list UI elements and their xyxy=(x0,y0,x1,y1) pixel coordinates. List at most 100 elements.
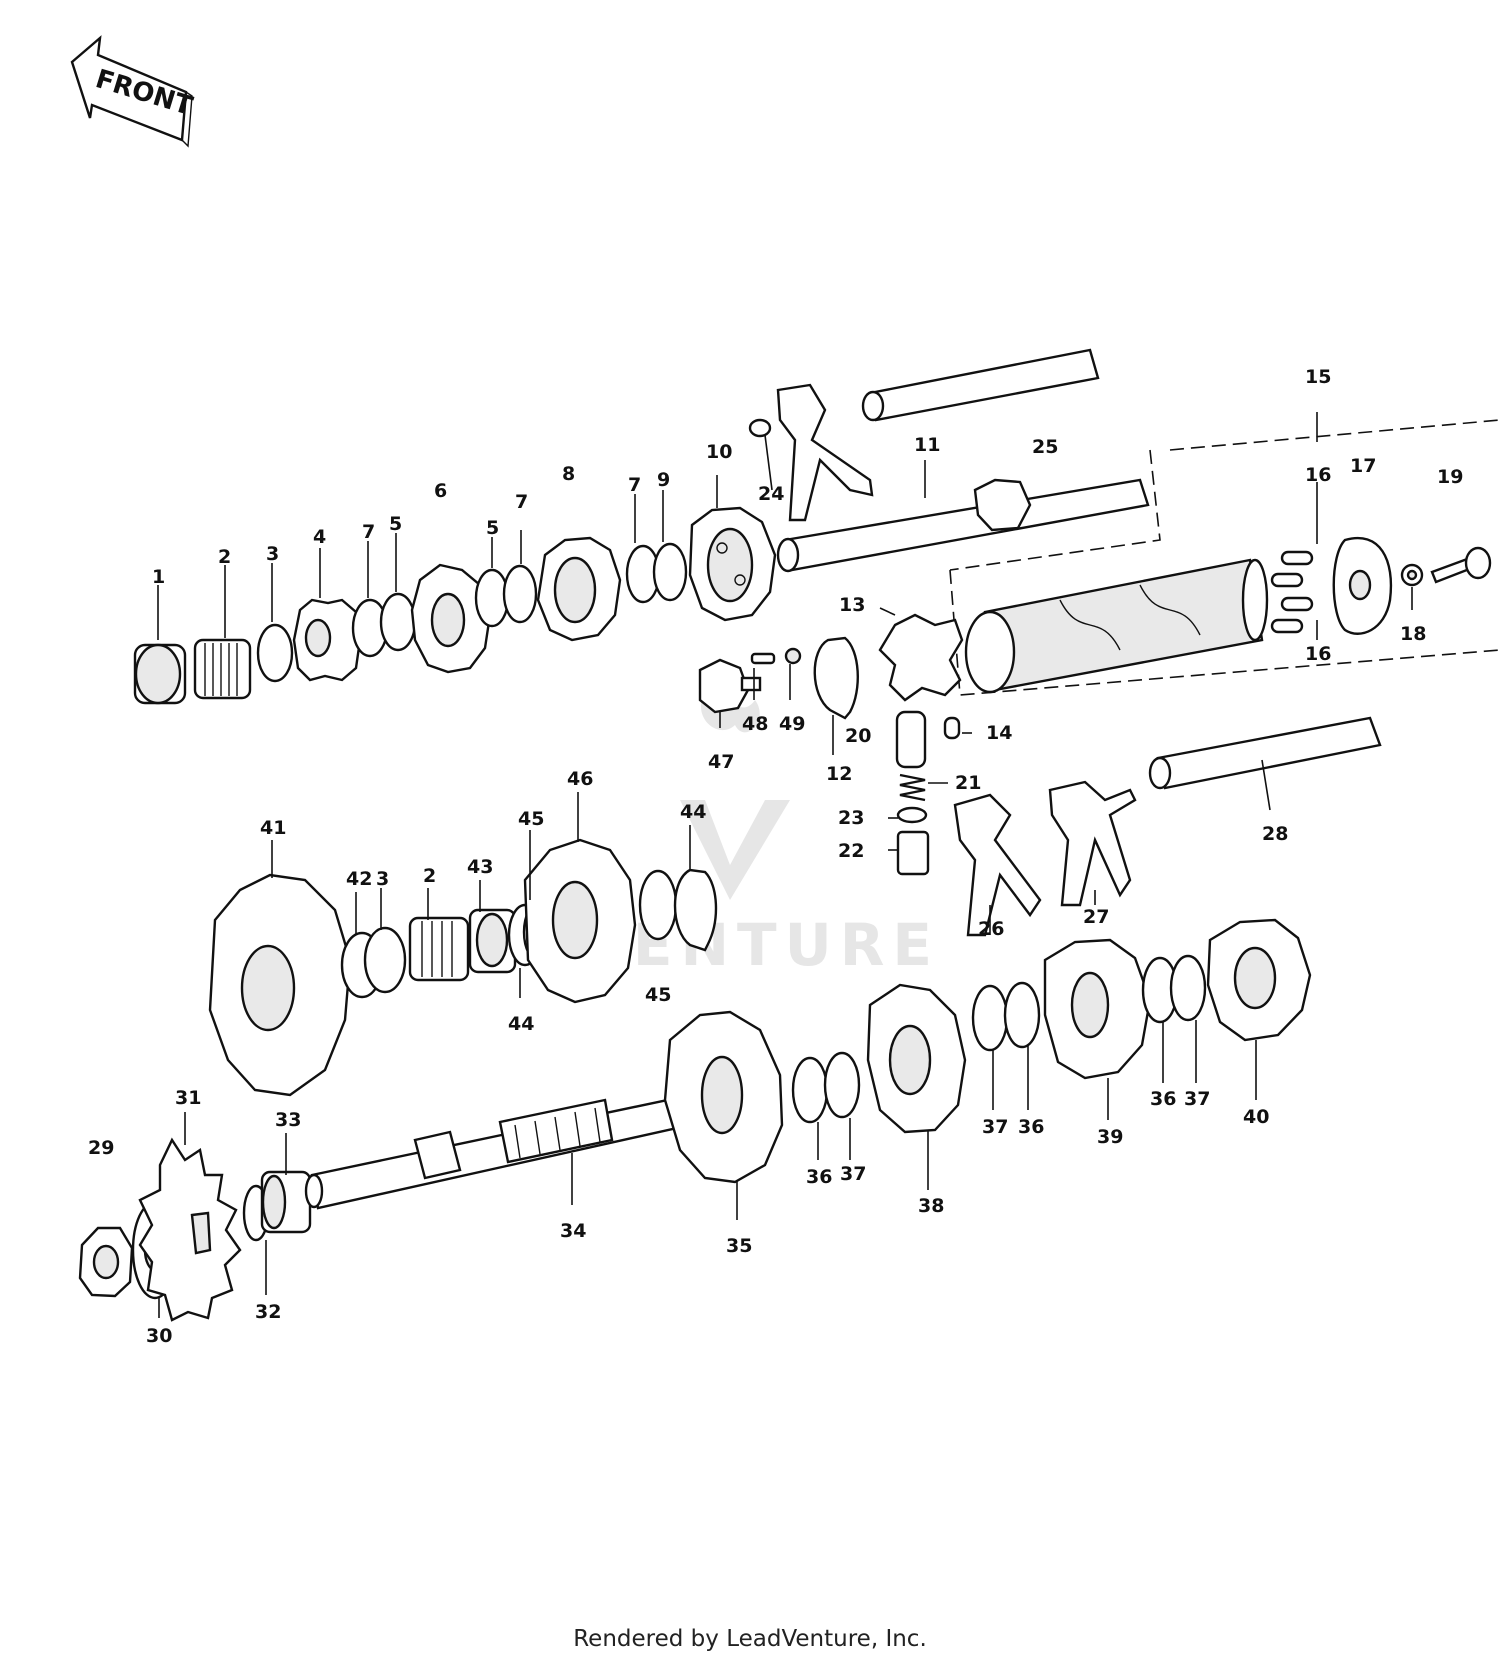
callout-41: 41 xyxy=(260,817,286,839)
washer-part xyxy=(379,592,417,652)
callout-48: 48 xyxy=(742,713,768,735)
callout-9: 9 xyxy=(657,469,670,491)
callout-11: 11 xyxy=(914,434,940,456)
shift-fork-26-part xyxy=(953,793,1042,937)
sprocket-collar-part xyxy=(260,1170,312,1234)
washer-part xyxy=(791,1056,829,1124)
callout-34: 34 xyxy=(560,1220,586,1242)
callout-44: 44 xyxy=(508,1013,534,1035)
gear-35-part xyxy=(663,1010,784,1184)
callout-7: 7 xyxy=(362,521,375,543)
callout-23: 23 xyxy=(838,807,864,829)
callout-10: 10 xyxy=(706,441,732,463)
callout-18: 18 xyxy=(1400,623,1426,645)
callout-45: 45 xyxy=(518,808,544,830)
thrust-washer-part xyxy=(363,926,407,994)
callout-2: 2 xyxy=(423,865,436,887)
small-gear-part xyxy=(292,598,362,682)
callout-46: 46 xyxy=(567,768,593,790)
callout-33: 33 xyxy=(275,1109,301,1131)
callout-2: 2 xyxy=(218,546,231,568)
callout-16: 16 xyxy=(1305,464,1331,486)
circlip-part xyxy=(823,1051,861,1119)
lock-washer-part xyxy=(1400,563,1424,587)
screw-part xyxy=(1430,546,1492,584)
callout-32: 32 xyxy=(255,1301,281,1323)
callout-14: 14 xyxy=(986,722,1012,744)
callout-5: 5 xyxy=(389,513,402,535)
neutral-switch-part xyxy=(698,658,762,714)
callout-6: 6 xyxy=(434,480,447,502)
washer-part xyxy=(652,542,688,602)
gear-6-part xyxy=(410,563,492,674)
callout-3: 3 xyxy=(376,868,389,890)
dowel-pin-part xyxy=(943,716,961,740)
callout-42: 42 xyxy=(346,868,372,890)
callout-22: 22 xyxy=(838,840,864,862)
callout-43: 43 xyxy=(467,856,493,878)
callout-44: 44 xyxy=(680,801,706,823)
callout-26: 26 xyxy=(978,918,1004,940)
callout-39: 39 xyxy=(1097,1126,1123,1148)
gear-40-part xyxy=(1206,918,1312,1042)
callout-37: 37 xyxy=(982,1116,1008,1138)
gear-38-part xyxy=(866,983,967,1134)
shift-rod-lower-part xyxy=(1148,716,1382,790)
circlip-part xyxy=(1169,954,1207,1022)
footer-credit: Rendered by LeadVenture, Inc. xyxy=(573,1626,927,1652)
sprocket-nut-part xyxy=(78,1226,134,1298)
callout-17: 17 xyxy=(1350,455,1376,477)
circlip-part xyxy=(971,984,1009,1052)
callout-36: 36 xyxy=(1018,1116,1044,1138)
engine-sprocket-part xyxy=(138,1137,242,1322)
callout-40: 40 xyxy=(1243,1106,1269,1128)
callout-35: 35 xyxy=(726,1235,752,1257)
needle-bearing-part xyxy=(408,916,470,982)
callout-1: 1 xyxy=(152,566,165,588)
callout-29: 29 xyxy=(88,1137,114,1159)
drive-shaft-parts xyxy=(133,348,1150,705)
callout-5: 5 xyxy=(486,517,499,539)
callout-45: 45 xyxy=(645,984,671,1006)
callout-4: 4 xyxy=(313,526,326,548)
washer-part xyxy=(1003,981,1041,1049)
callout-38: 38 xyxy=(918,1195,944,1217)
plug-part xyxy=(896,830,930,876)
callout-15: 15 xyxy=(1305,366,1331,388)
callout-27: 27 xyxy=(1083,906,1109,928)
shift-fork-27-part xyxy=(1048,780,1137,907)
leadventure-watermark: VENTURE xyxy=(580,690,932,979)
callout-47: 47 xyxy=(708,751,734,773)
callout-37: 37 xyxy=(1184,1088,1210,1110)
callout-21: 21 xyxy=(955,772,981,794)
callout-30: 30 xyxy=(146,1325,172,1347)
middle-gear-parts xyxy=(208,838,718,1097)
gear-41-part xyxy=(208,873,352,1097)
gear-8-part xyxy=(536,536,622,642)
front-arrow: FRONT xyxy=(70,35,196,148)
output-shaft-parts xyxy=(78,918,1312,1322)
circlip-part xyxy=(502,564,538,624)
callout-28: 28 xyxy=(1262,823,1288,845)
washer-part xyxy=(638,869,678,941)
callout-labels: 1 2 3 4 7 5 6 5 7 8 7 9 10 24 11 25 15 1… xyxy=(88,366,1463,1347)
circlip-part xyxy=(673,868,718,952)
callout-7: 7 xyxy=(628,474,641,496)
gasket-washer-part xyxy=(896,806,928,824)
gear-39-part xyxy=(1043,938,1152,1080)
small-nut-part xyxy=(784,647,802,665)
retaining-ring-part xyxy=(813,636,859,720)
callout-13: 13 xyxy=(839,594,865,616)
callout-7: 7 xyxy=(515,491,528,513)
shift-rod-upper-part xyxy=(861,348,1100,422)
callout-49: 49 xyxy=(779,713,805,735)
callout-20: 20 xyxy=(845,725,871,747)
bearing-race-part xyxy=(133,643,187,705)
callout-16: 16 xyxy=(1305,643,1331,665)
callout-leader-lines xyxy=(157,434,1413,1318)
gear-10-part xyxy=(688,506,777,622)
pin-plate-part xyxy=(1332,537,1393,635)
callout-19: 19 xyxy=(1437,466,1463,488)
shift-drum-pins-part xyxy=(1270,550,1314,634)
